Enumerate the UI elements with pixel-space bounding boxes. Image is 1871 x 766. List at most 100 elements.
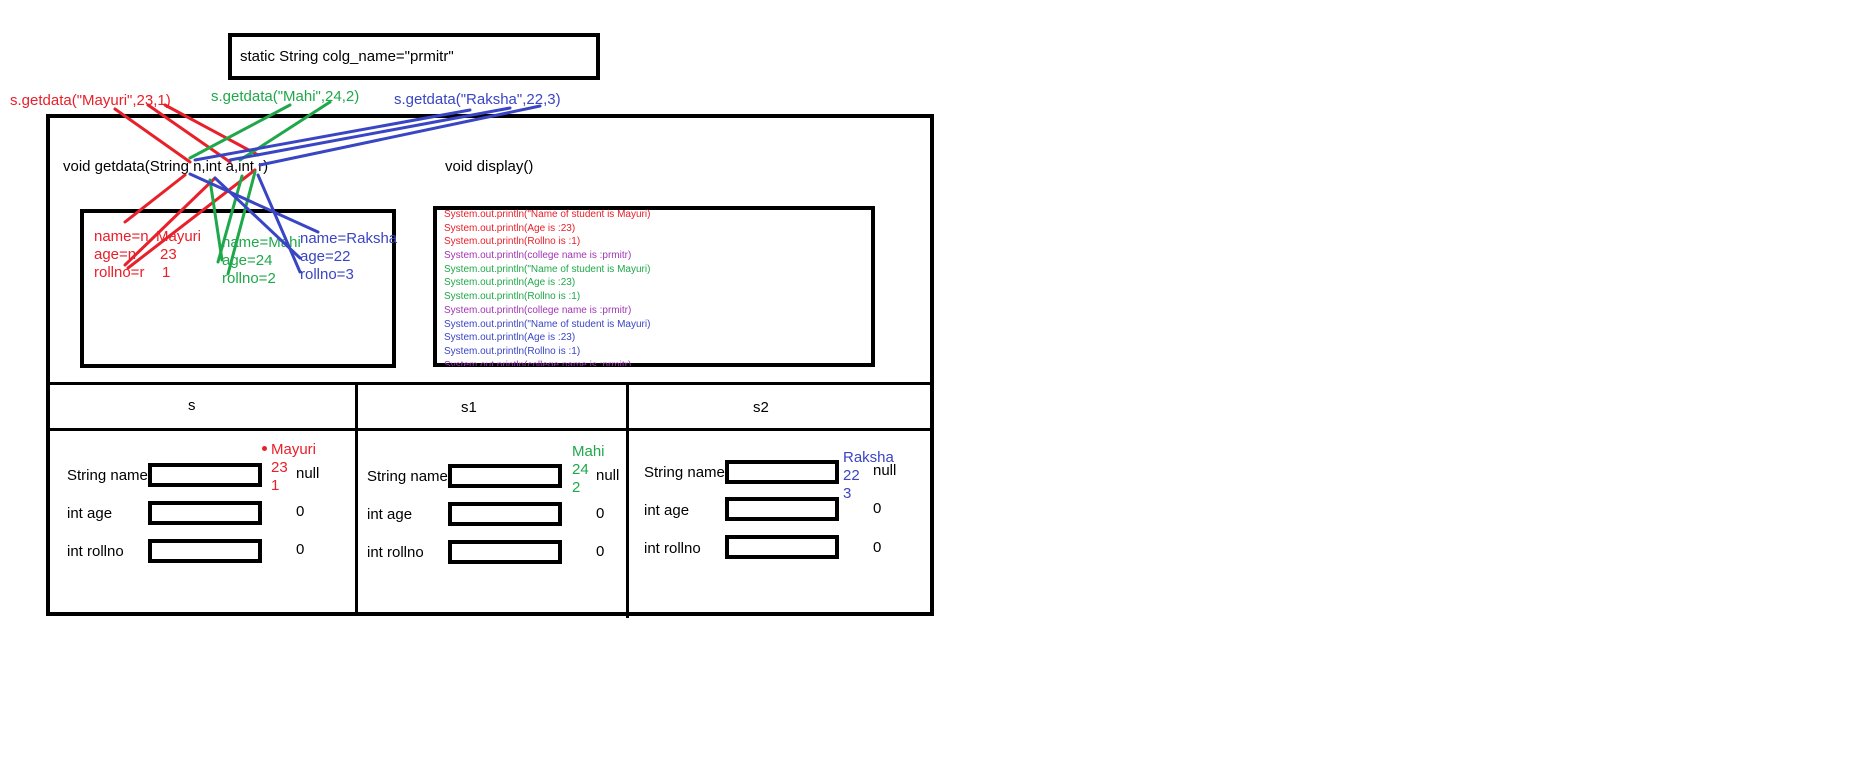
s1-field-age-label: int age: [367, 506, 413, 523]
display-line: System.out.println(Age is :23): [444, 332, 576, 344]
object-header-s1: s1: [461, 399, 477, 416]
blue-line-rollno: rollno=3: [300, 266, 354, 283]
s-age-default: 0: [296, 503, 305, 520]
blue-arrows: [188, 104, 542, 274]
s-name-default: null: [296, 465, 320, 482]
blue-line-name: name=Raksha: [300, 230, 398, 247]
s2-rollno-default: 0: [873, 539, 882, 556]
red-arrow-5: [123, 176, 217, 267]
s1-name-slot: [448, 464, 562, 488]
red-value-name: Mayuri: [156, 228, 202, 245]
blue-arrow-4: [188, 172, 320, 234]
display-line: System.out.println("Name of student is M…: [444, 318, 651, 330]
display-line: System.out.println("Name of student is M…: [444, 263, 651, 275]
red-dot-marker: [262, 446, 267, 451]
s1-field-name-label: String name: [367, 468, 448, 485]
blue-arrow-5: [213, 176, 302, 260]
call-mahi: s.getdata("Mahi",24,2): [211, 88, 360, 105]
s2-assigned-age: 22: [843, 467, 860, 484]
s2-field-age-label: int age: [644, 502, 690, 519]
green-arrow-1: [188, 103, 292, 160]
static-declaration-text: static String colg_name="prmitr": [240, 48, 454, 65]
call-raksha: s.getdata("Raksha",22,3): [394, 91, 561, 108]
blue-arrow-3: [258, 104, 542, 167]
s2-assigned-name: Raksha: [843, 449, 894, 466]
display-line: System.out.println(Rollno is :1): [444, 345, 581, 357]
display-output-lines: System.out.println("Name of student is M…: [444, 208, 872, 366]
s-assigned-values: Mayuri 23 1: [271, 441, 316, 495]
static-declaration-box: static String colg_name="prmitr": [228, 33, 600, 80]
display-signature: void display(): [445, 158, 534, 175]
object-header-s2: s2: [753, 399, 769, 416]
blue-line-age: age=22: [300, 248, 351, 265]
red-arrow-3: [163, 103, 260, 157]
s1-field-rollno-label: int rollno: [367, 544, 424, 561]
getdata-body-box: [80, 209, 396, 368]
blue-arrow-2: [228, 106, 512, 162]
red-label-name: name=n: [94, 228, 149, 245]
getdata-signature: void getdata(String n,int a,int r): [63, 158, 269, 175]
s1-assigned-rollno: 2: [572, 479, 581, 496]
s1-age-default: 0: [596, 505, 605, 522]
green-line-rollno: rollno=2: [222, 270, 276, 287]
red-arrow-4: [123, 173, 187, 224]
display-body-box: [433, 206, 875, 367]
green-arrow-4: [216, 174, 244, 264]
red-arrow-6: [126, 168, 257, 270]
s-assigned-age: 23: [271, 459, 288, 476]
s1-rollno-default: 0: [596, 543, 605, 560]
getdata-red-labels: name=n age=n rollno=r: [94, 228, 149, 282]
green-arrow-5: [226, 170, 257, 276]
s2-name-slot: [725, 460, 839, 484]
red-arrow-2: [146, 103, 232, 164]
s1-assigned-age: 24: [572, 461, 589, 478]
divider-s-s1: [355, 382, 358, 614]
s2-assigned-values: Raksha 22 3: [843, 449, 894, 503]
green-arrow-3: [208, 178, 224, 262]
getdata-blue-lines: name=Raksha age=22 rollno=3: [300, 230, 397, 284]
red-label-rollno: rollno=r: [94, 264, 145, 281]
s2-field-rollno-label: int rollno: [644, 540, 701, 557]
display-line: System.out.println(college name is :prmi…: [444, 250, 632, 262]
s1-assigned-values: Mahi 24 2: [572, 443, 605, 497]
s2-age-slot: [725, 497, 839, 521]
s-age-slot: [148, 501, 262, 525]
display-line: System.out.println(Rollno is :1): [444, 291, 581, 303]
objects-top-divider: [48, 382, 932, 385]
s1-rollno-slot: [448, 540, 562, 564]
s2-rollno-slot: [725, 535, 839, 559]
s2-age-default: 0: [873, 500, 882, 517]
display-line: System.out.println(college name is :prmi…: [444, 304, 632, 316]
s-assigned-name: Mayuri: [271, 441, 317, 458]
getdata-red-values: Mayuri 23 1: [156, 228, 201, 282]
s1-age-slot: [448, 502, 562, 526]
s2-name-default: null: [873, 462, 897, 479]
call-mayuri: s.getdata("Mayuri",23,1): [10, 92, 171, 109]
s-field-name-label: String name: [67, 467, 148, 484]
s1-assigned-name: Mahi: [572, 443, 605, 460]
s-rollno-default: 0: [296, 541, 305, 558]
s2-field-name-label: String name: [644, 464, 725, 481]
s-name-slot: [148, 463, 262, 487]
display-line: System.out.println(Age is :23): [444, 222, 576, 234]
s2-assigned-rollno: 3: [843, 485, 852, 502]
display-line: System.out.println(Rollno is :1): [444, 236, 581, 248]
s-assigned-rollno: 1: [271, 477, 280, 494]
object-header-s: s: [188, 397, 196, 414]
blue-arrow-6: [256, 173, 302, 274]
red-label-age: age=n: [94, 246, 137, 263]
divider-s1-s2: [626, 382, 629, 618]
red-value-age: 23: [160, 246, 177, 263]
display-line: System.out.println(Age is :23): [444, 277, 576, 289]
red-value-rollno: 1: [162, 264, 171, 281]
blue-arrow-1: [193, 108, 472, 162]
s-rollno-slot: [148, 539, 262, 563]
red-arrow-1: [113, 107, 192, 164]
green-arrows: [188, 100, 332, 276]
s1-name-default: null: [596, 467, 620, 484]
green-line-age: age=24: [222, 252, 273, 269]
objects-header-divider: [48, 428, 932, 431]
red-arrows: [113, 103, 260, 270]
s-field-rollno-label: int rollno: [67, 543, 124, 560]
